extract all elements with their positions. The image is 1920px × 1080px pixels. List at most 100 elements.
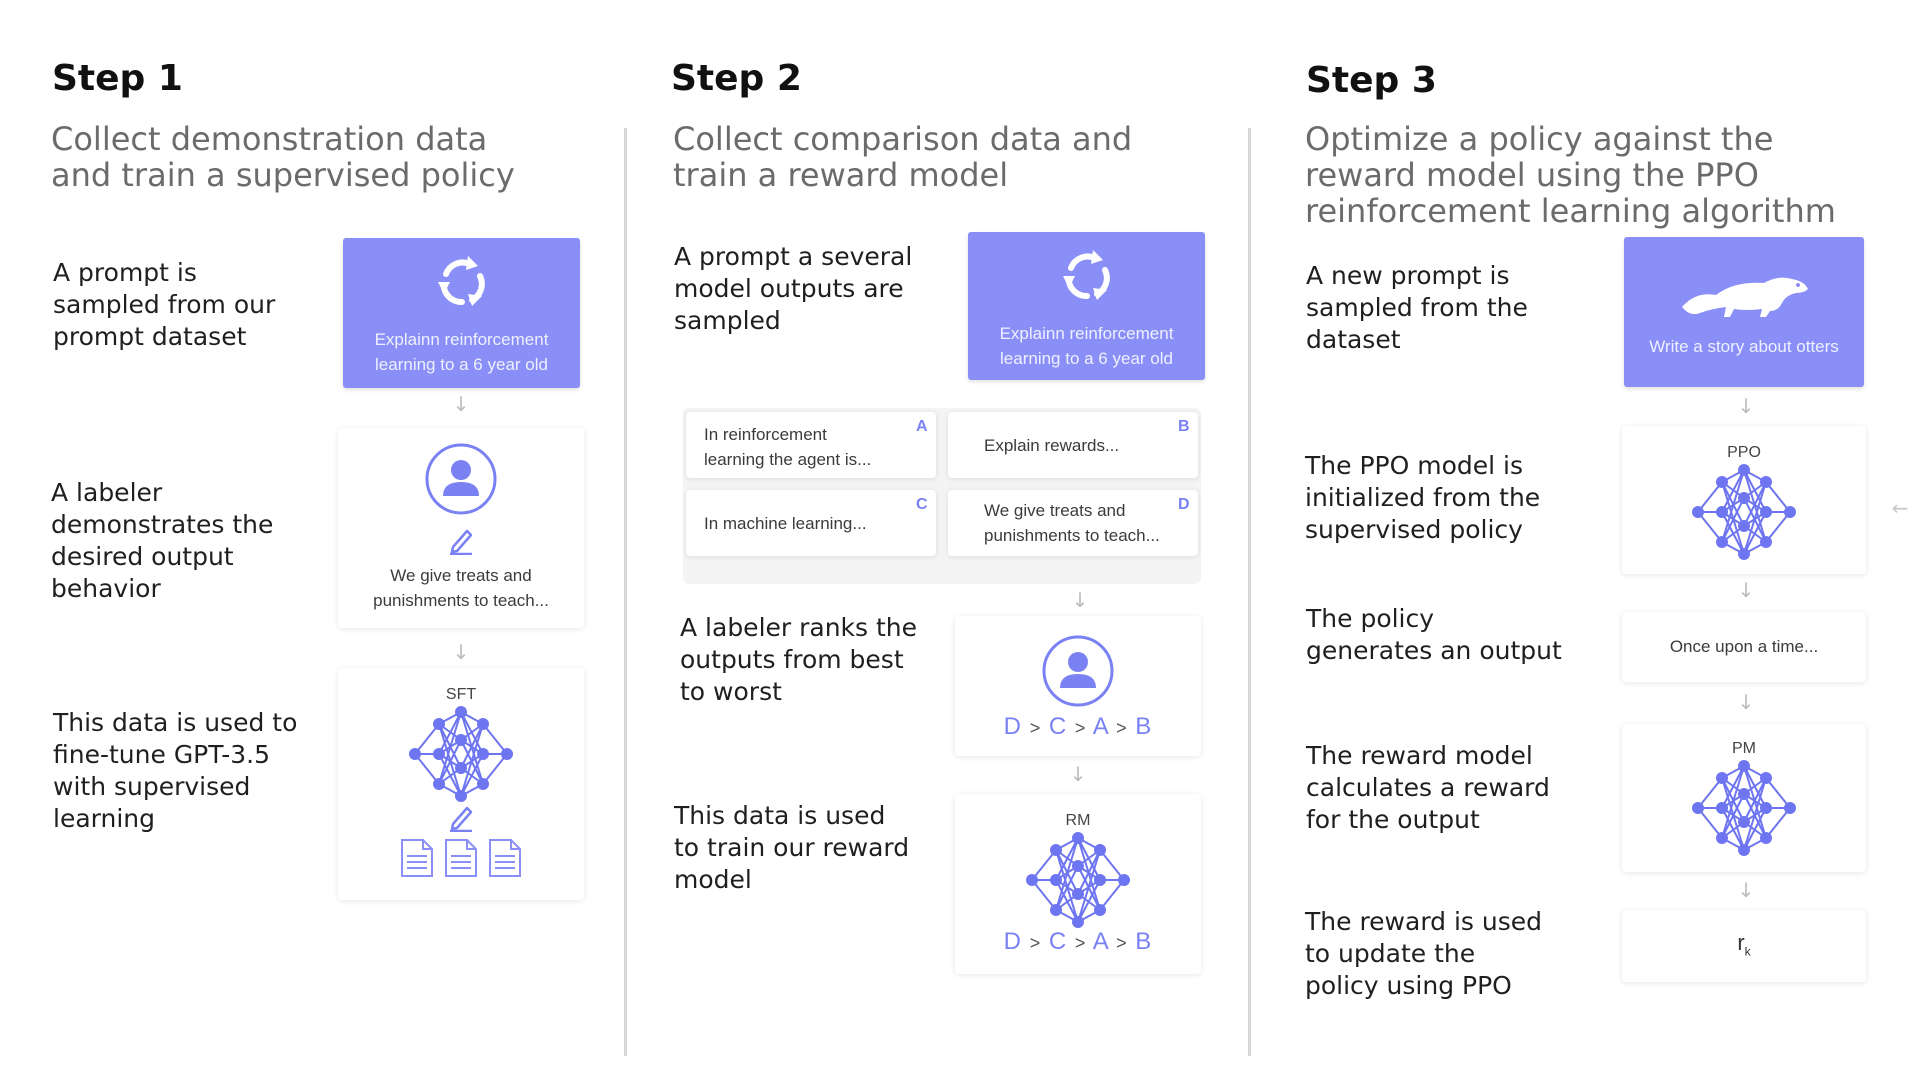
network-edge xyxy=(414,753,440,785)
arrow-down-icon: ↓ xyxy=(1737,578,1755,602)
network-edge xyxy=(438,711,462,755)
network-node xyxy=(1738,492,1750,504)
network-edge xyxy=(482,723,508,755)
text-line: outputs from best xyxy=(680,645,904,674)
arrow-down-icon: ↓ xyxy=(1737,690,1755,714)
step2-rm-card: RM D > C > A > B xyxy=(955,794,1201,974)
rm-label: PM xyxy=(1732,740,1756,757)
rank-item: C xyxy=(1048,928,1068,955)
network-node xyxy=(1716,506,1728,518)
text-line: dataset xyxy=(1306,325,1401,354)
network-node xyxy=(1094,874,1106,886)
network-node xyxy=(1760,772,1772,784)
text-line: The reward model xyxy=(1306,741,1533,770)
text-line: sampled xyxy=(674,306,781,335)
network-node xyxy=(1692,802,1704,814)
network-node xyxy=(1760,506,1772,518)
network-node xyxy=(433,718,445,730)
output-card-d: We give treats and punishments to teach.… xyxy=(948,490,1198,556)
arrow-down-icon: ↓ xyxy=(1071,588,1089,612)
network-edge xyxy=(1055,865,1079,911)
network-node xyxy=(1050,844,1062,856)
network-node xyxy=(477,718,489,730)
rank-separator: > xyxy=(1074,933,1087,953)
neural-network-icon xyxy=(1692,464,1796,560)
step3-subtitle-line: reinforcement learning algorithm xyxy=(1305,192,1836,230)
network-edge xyxy=(1743,511,1767,555)
step1-row3-text: This data is used to fine-tune GPT-3.5 w… xyxy=(53,707,297,835)
text-line: to worst xyxy=(680,677,782,706)
network-edge xyxy=(1055,837,1079,911)
network-node xyxy=(1784,506,1796,518)
text-line: sampled from the xyxy=(1306,293,1528,322)
network-edge xyxy=(1765,777,1791,809)
arrow-down-icon: ↓ xyxy=(452,392,470,416)
network-node xyxy=(1094,904,1106,916)
document-shape xyxy=(401,839,433,877)
step3-reward-card: rk xyxy=(1622,910,1866,982)
network-node xyxy=(1050,874,1062,886)
output-text-line: Explain rewards... xyxy=(984,436,1120,455)
network-edge xyxy=(1031,879,1057,911)
network-edge xyxy=(1765,481,1791,513)
network-node xyxy=(455,734,467,746)
network-node xyxy=(1738,844,1750,856)
demo-text-line: punishments to teach... xyxy=(373,591,549,610)
network-node xyxy=(1118,874,1130,886)
network-edge xyxy=(1743,777,1767,851)
step2-subtitle-line: Collect comparison data and xyxy=(673,120,1133,158)
column-divider xyxy=(1248,128,1251,1056)
document-icon xyxy=(445,839,477,877)
network-node xyxy=(1716,476,1728,488)
neural-network-icon xyxy=(1692,760,1796,856)
text-line: behavior xyxy=(51,574,161,603)
output-text-line: punishments to teach... xyxy=(984,526,1160,545)
documents-group xyxy=(338,838,584,878)
ranking-text: D > C > A > B xyxy=(955,928,1201,956)
step1-subtitle: Collect demonstration data and train a s… xyxy=(51,121,651,193)
text-line: to train our reward xyxy=(674,833,910,862)
neural-network-icon xyxy=(409,706,513,802)
network-node xyxy=(1738,760,1750,772)
network-edge xyxy=(1697,777,1723,809)
step1-row1-text: A prompt is sampled from our prompt data… xyxy=(53,257,275,353)
network-edge xyxy=(1765,807,1791,839)
step2-ranking-card: D > C > A > B xyxy=(955,616,1201,756)
network-edge xyxy=(1743,807,1767,851)
output-text-line: We give treats and xyxy=(984,501,1126,520)
network-node xyxy=(1760,536,1772,548)
arrow-down-icon: ↓ xyxy=(1069,762,1087,786)
network-node xyxy=(455,762,467,774)
step3-prompt-box: Write a story about otters xyxy=(1624,237,1864,387)
refresh-icon xyxy=(437,256,485,306)
rank-separator: > xyxy=(1074,718,1087,738)
text-line: A prompt is xyxy=(53,258,197,287)
text-line: desired output xyxy=(51,542,234,571)
document-shape xyxy=(445,839,477,877)
otter-icon xyxy=(1682,277,1808,317)
rank-item: A xyxy=(1092,928,1109,955)
arrow-left-icon: ← xyxy=(1891,496,1909,520)
reward-value: rk xyxy=(1622,930,1866,958)
demo-text-line: We give treats and xyxy=(390,566,532,585)
network-edge xyxy=(1031,849,1057,881)
network-edge xyxy=(1099,879,1125,911)
step3-subtitle-line: reward model using the PPO xyxy=(1305,156,1759,194)
text-line: to update the xyxy=(1305,939,1476,968)
network-node xyxy=(1716,832,1728,844)
network-edge xyxy=(460,753,484,797)
pencil-icon xyxy=(450,806,473,832)
step3-ppo-card: PPO xyxy=(1622,426,1866,574)
text-line: calculates a reward xyxy=(1306,773,1550,802)
text-line: A prompt a several xyxy=(674,242,913,271)
output-text-line: learning the agent is... xyxy=(704,450,872,469)
output-letter: B xyxy=(1178,418,1190,435)
network-node xyxy=(1026,874,1038,886)
network-edge xyxy=(1721,765,1745,809)
output-text-line: In reinforcement xyxy=(704,425,827,444)
network-node xyxy=(1716,536,1728,548)
prompt-text: Write a story about otters xyxy=(1649,337,1839,356)
step3-row2-text: The PPO model is initialized from the su… xyxy=(1305,450,1540,546)
network-node xyxy=(455,706,467,718)
step2-row2-text: A labeler ranks the outputs from best to… xyxy=(680,612,917,708)
